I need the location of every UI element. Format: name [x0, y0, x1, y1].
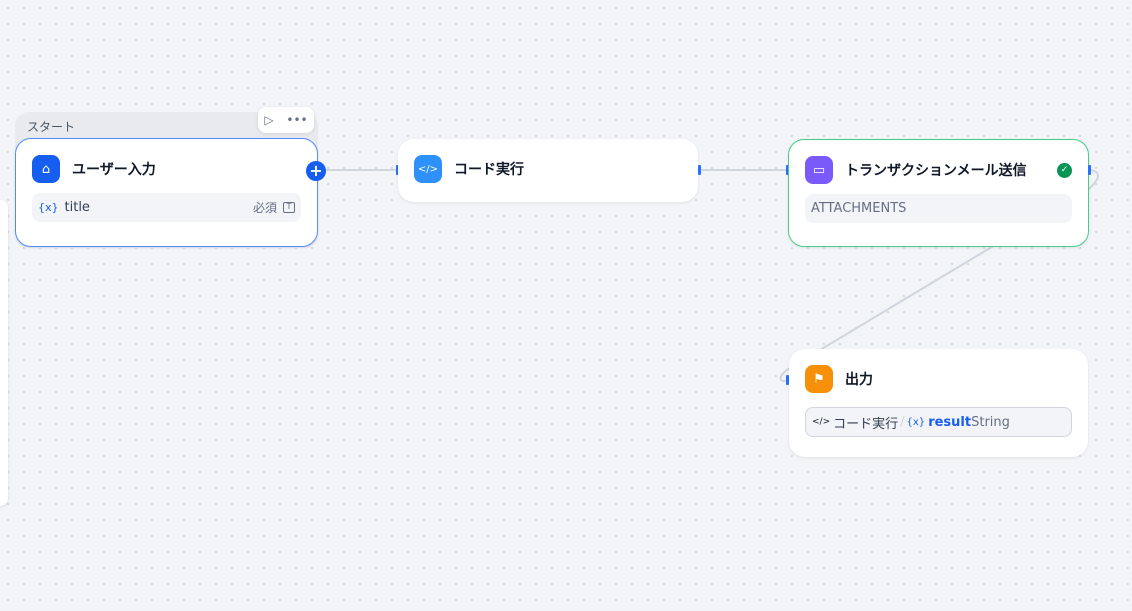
output-variable-row: </> コード実行 / {x} result String — [805, 407, 1072, 437]
variable-row: {x} title 必須 T — [32, 193, 301, 222]
play-icon[interactable]: ▷ — [264, 113, 274, 127]
text-type-icon: T — [283, 202, 295, 213]
node-output[interactable]: ⚑ 出力 </> コード実行 / {x} result String — [789, 349, 1088, 457]
required-label: 必須 — [252, 201, 277, 215]
separator: / — [900, 414, 905, 430]
code-icon: </> — [414, 155, 442, 183]
variable-icon: {x} — [906, 416, 926, 428]
flag-icon: ⚑ — [805, 365, 833, 393]
node-title: 出力 — [845, 372, 873, 388]
node-title: トランザクションメール送信 — [845, 163, 1027, 179]
node-mail[interactable]: ▭ トランザクションメール送信 ✓ ATTACHMENTS — [788, 139, 1089, 247]
node-title: ユーザー入力 — [72, 162, 156, 178]
success-check-icon: ✓ — [1057, 162, 1072, 178]
add-next-node-button[interactable]: + — [306, 161, 326, 181]
variable-icon: {x} — [38, 201, 59, 214]
home-icon: ⌂ — [32, 155, 60, 183]
mail-output-handle[interactable] — [1088, 165, 1091, 175]
mail-input-handle[interactable] — [786, 165, 789, 175]
left-panel-edge — [0, 200, 8, 506]
code-output-handle[interactable] — [698, 165, 701, 175]
mail-app-icon: ▭ — [805, 156, 833, 184]
variable-name: title — [64, 200, 90, 215]
code-input-handle[interactable] — [396, 165, 399, 175]
variable-name: result — [928, 414, 972, 430]
node-toolbar: ▷ ••• — [258, 107, 314, 133]
output-input-handle[interactable] — [786, 375, 789, 385]
node-user-input[interactable]: ⌂ ユーザー入力 {x} title 必須 T — [15, 138, 318, 247]
code-ref-icon: </> — [812, 417, 831, 427]
more-icon[interactable]: ••• — [286, 113, 308, 127]
node-title: コード実行 — [454, 162, 524, 178]
field-label: ATTACHMENTS — [811, 201, 907, 216]
start-group-label: スタート — [27, 120, 76, 134]
node-code[interactable]: </> コード実行 — [398, 139, 698, 202]
ref-node-name: コード実行 — [833, 416, 899, 432]
variable-type: String — [971, 414, 1010, 430]
attachments-field: ATTACHMENTS — [805, 194, 1072, 223]
